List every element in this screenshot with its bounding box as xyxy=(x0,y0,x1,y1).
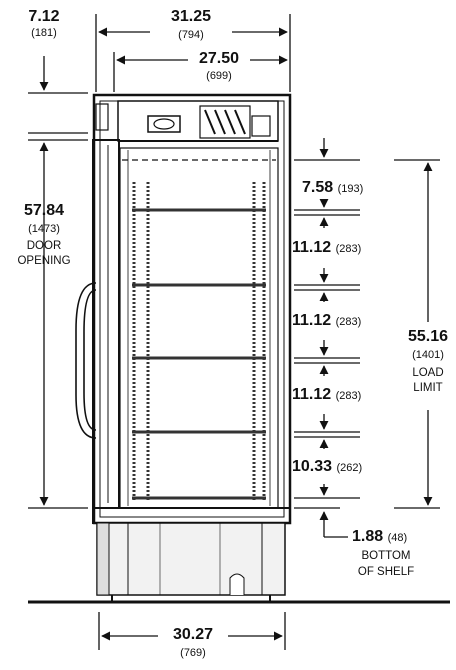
door-opening-caption-2: OPENING xyxy=(17,255,71,267)
shelf-3-spacing: 11.12 (283) xyxy=(292,312,362,329)
bottom-of-shelf-caption-2: OF SHELF xyxy=(357,566,415,578)
bottom-of-shelf-dimension: 1.88 (48) xyxy=(352,528,408,545)
load-limit-caption-1: LOAD xyxy=(412,367,444,379)
compressor-unit xyxy=(95,103,271,139)
base-width-mm: (769) xyxy=(180,647,206,659)
refrigerator-cabinet xyxy=(92,93,292,525)
base-width-inches: 30.27 xyxy=(172,626,214,643)
door-opening-inches: 57.84 xyxy=(23,202,65,219)
door-opening-mm: (1473) xyxy=(28,223,60,235)
dimension-lines xyxy=(28,14,440,650)
top-height-mm: (181) xyxy=(31,27,57,39)
shelf-standards xyxy=(132,182,266,500)
shelf-2-spacing: 11.12 (283) xyxy=(292,239,362,256)
shelves xyxy=(132,208,266,500)
shelf-4-spacing: 11.12 (283) xyxy=(292,386,362,403)
load-limit-mm: (1401) xyxy=(412,349,444,361)
door-handle xyxy=(75,282,97,439)
load-limit-inches: 55.16 xyxy=(407,328,449,345)
shelf-5-spacing: 10.33 (262) xyxy=(292,458,363,475)
overall-width-inches: 31.25 xyxy=(170,8,212,25)
load-limit-caption-2: LIMIT xyxy=(413,382,443,394)
door-opening-caption-1: DOOR xyxy=(26,240,62,252)
cabinet-width-inches: 27.50 xyxy=(198,50,240,67)
overall-width-mm: (794) xyxy=(178,29,204,41)
bottom-of-shelf-caption-1: BOTTOM xyxy=(361,550,411,562)
top-height-inches: 7.12 xyxy=(28,8,60,25)
cabinet-width-mm: (699) xyxy=(206,70,232,82)
cabinet-base xyxy=(96,522,286,602)
shelf-1-spacing: 7.58 (193) xyxy=(302,179,364,196)
